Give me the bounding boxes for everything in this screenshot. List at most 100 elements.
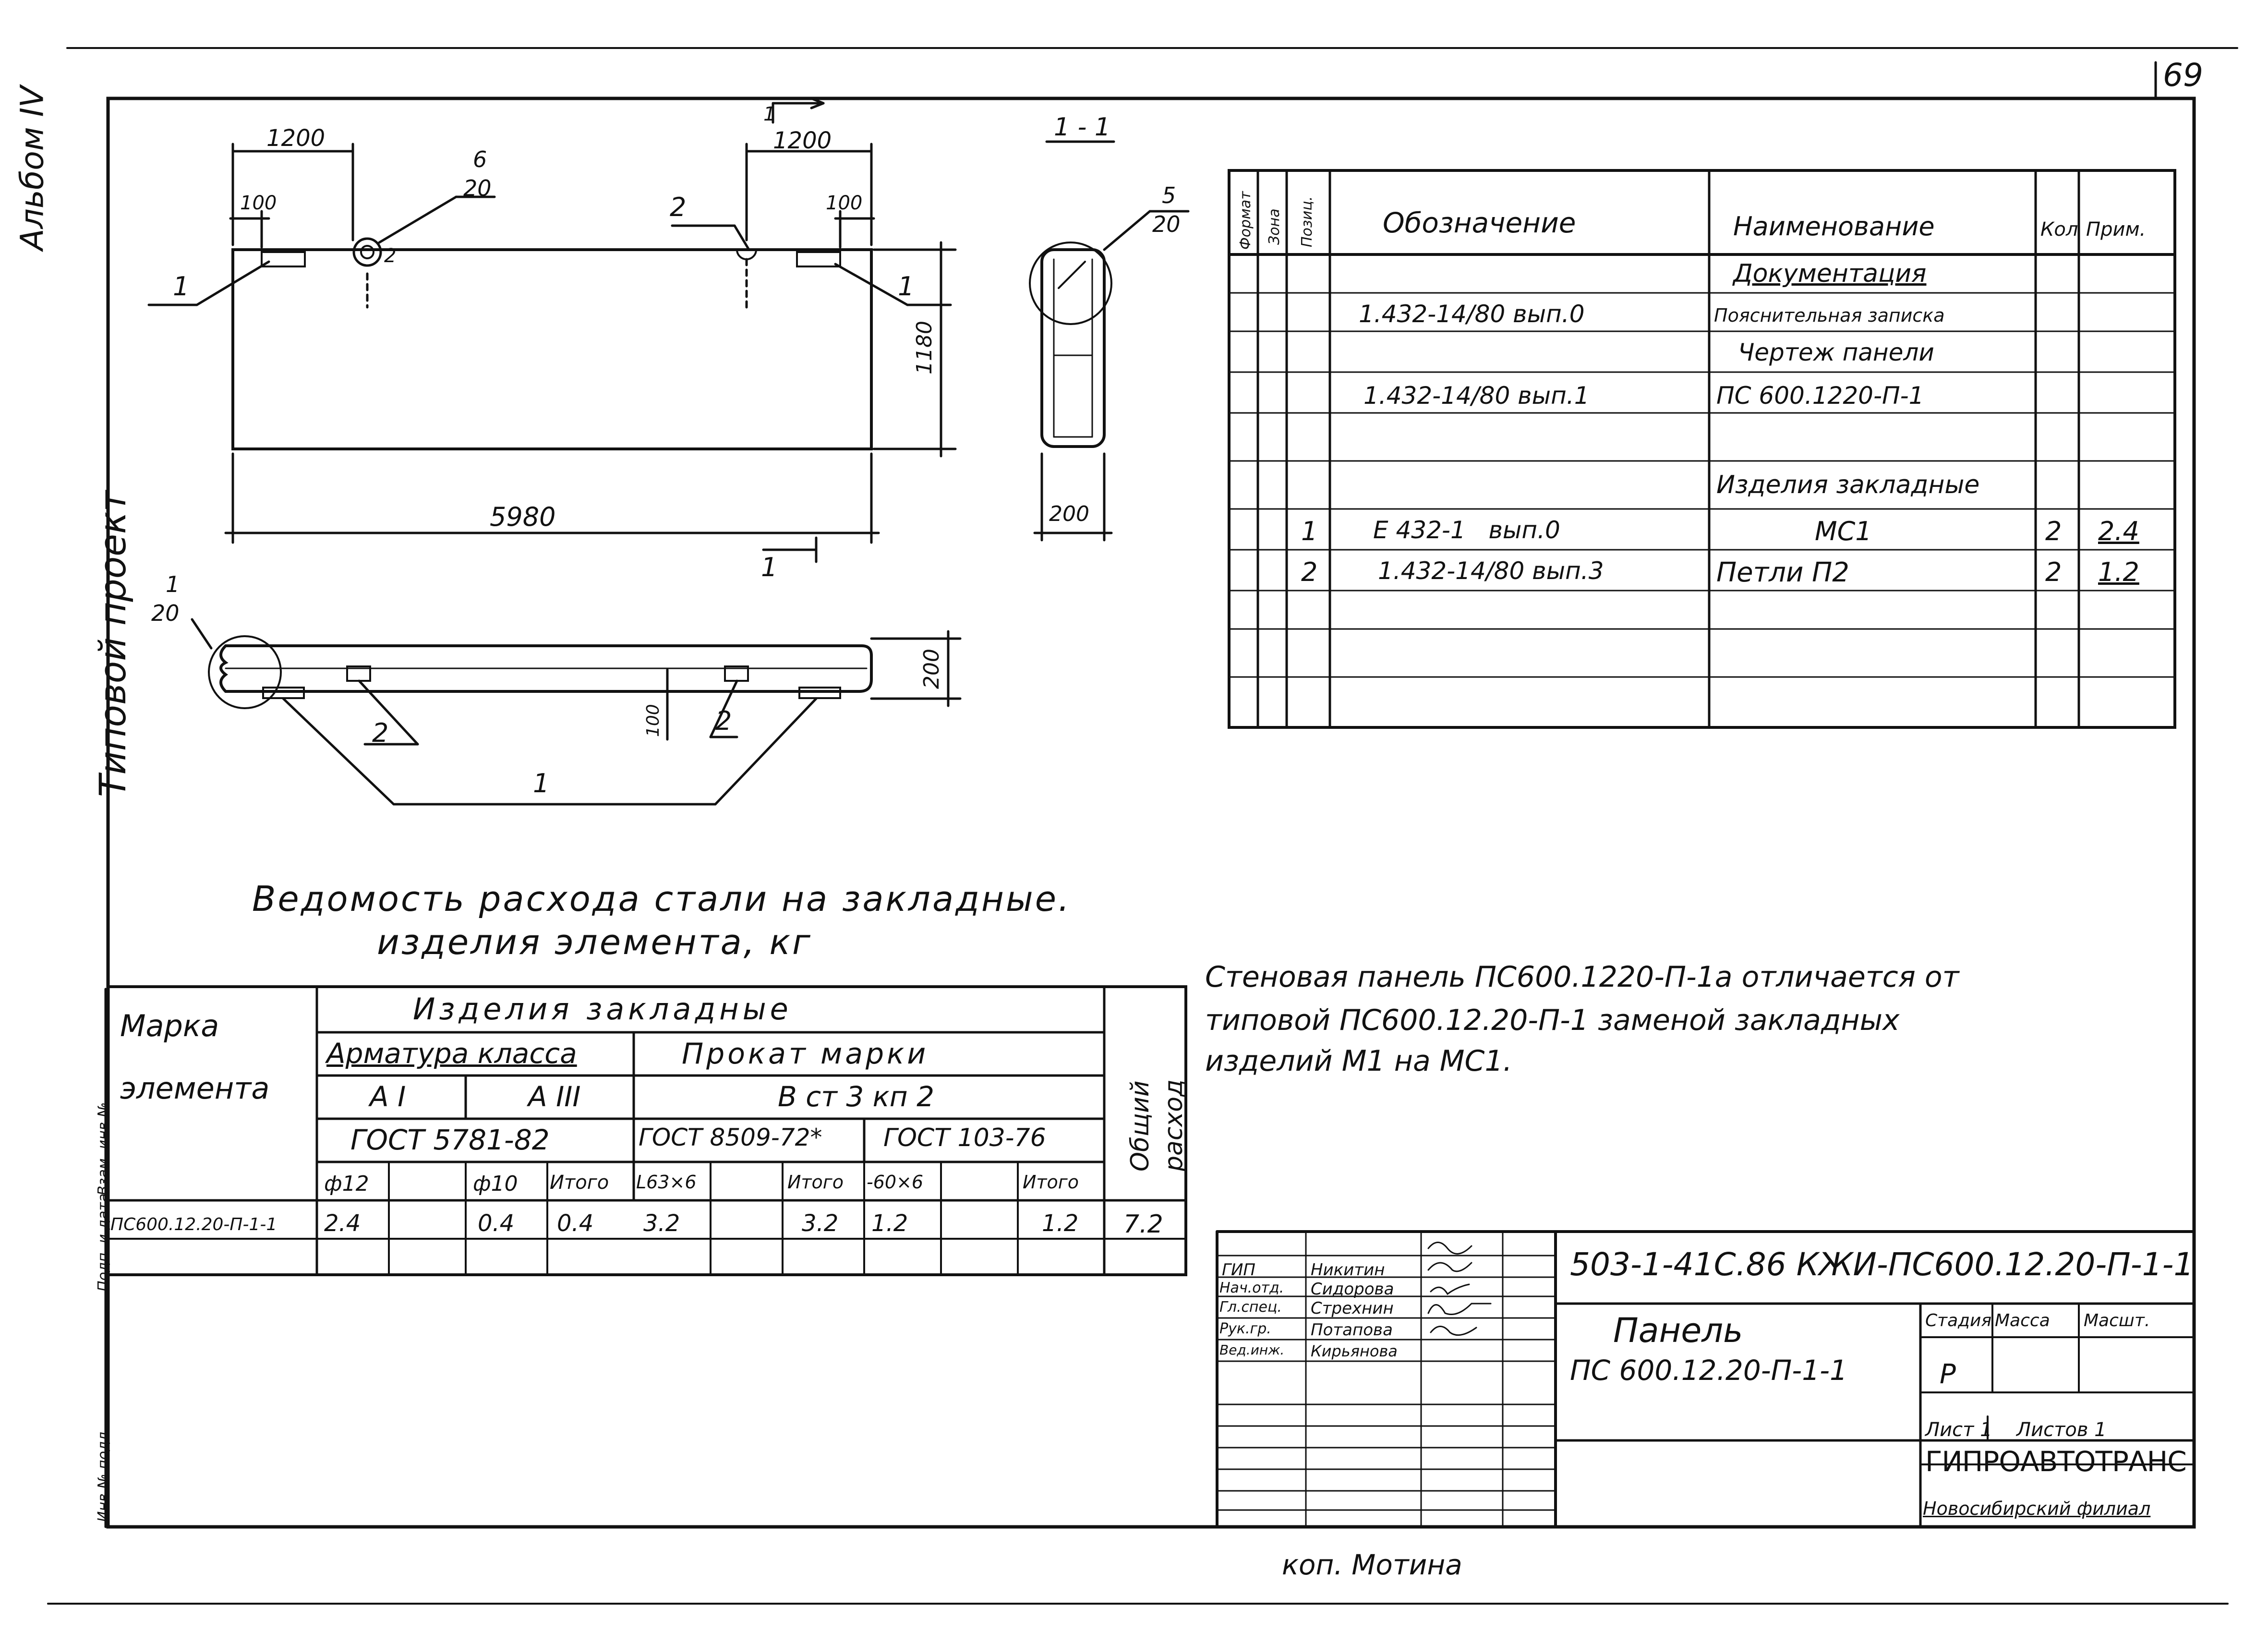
- steel-sub-9: Итого: [1023, 1172, 1079, 1193]
- typical-project-label: Типовой проект: [91, 490, 134, 797]
- note-line3: изделий М1 на МС1.: [1205, 1044, 1512, 1078]
- sheet-label: Лист 1: [1925, 1419, 1992, 1441]
- position-2-plan-left: 2: [372, 718, 389, 748]
- steel-row-val-2: 0.4: [478, 1210, 515, 1237]
- steel-a3: А III: [528, 1080, 581, 1113]
- spec-header-name: Наименование: [1733, 211, 1935, 242]
- steel-sub-6: Итого: [787, 1172, 844, 1193]
- position-2-plan-right: 2: [715, 706, 732, 736]
- steel-sub-0: ф12: [324, 1172, 369, 1196]
- spec-header-designation: Обозначение: [1383, 206, 1576, 239]
- dim-200-section: 200: [1049, 502, 1089, 526]
- steel-row-val-9: 1.2: [1042, 1210, 1079, 1237]
- spec-row-6-qty: 2: [2045, 516, 2062, 546]
- staff-role-4: Вед.инж.: [1219, 1342, 1285, 1358]
- staff-role-2: Гл.спец.: [1219, 1299, 1282, 1316]
- frame-cell-1: Инв.№ подл.: [95, 1427, 112, 1522]
- steel-sub-7: -60×6: [867, 1172, 924, 1193]
- steel-row-total: 7.2: [1123, 1210, 1163, 1239]
- position-1-plan: 1: [533, 768, 550, 798]
- org-name: ГИПРОАВТОТРАНС: [1925, 1445, 2187, 1478]
- spec-header-position: Позиц.: [1299, 196, 1315, 247]
- dim-100-plan: 100: [643, 704, 663, 737]
- stage-value: Р: [1940, 1359, 1956, 1390]
- steel-sub-4: L63×6: [636, 1172, 697, 1193]
- position-1-right: 1: [898, 271, 915, 302]
- spec-header-format: Формат: [1237, 191, 1254, 250]
- spec-row-7-pos: 2: [1301, 557, 1318, 587]
- note-line1: Стеновая панель ПС600.1220-П-1а отличает…: [1205, 960, 1959, 994]
- spec-row-6-note: 2.4: [2098, 516, 2139, 546]
- callout-5-scale: 20: [1152, 211, 1181, 237]
- spec-row-7-designation: 1.432-14/80 вып.3: [1378, 557, 1604, 585]
- spec-row-7-qty: 2: [2045, 557, 2062, 587]
- spec-row-3-name: ПС 600.1220-П-1: [1716, 382, 1924, 410]
- mass-label: Масса: [1995, 1311, 2050, 1330]
- doc-name-line2: ПС 600.12.20-П-1-1: [1570, 1354, 1847, 1387]
- dim-100-left: 100: [240, 192, 277, 214]
- steel-row-mark: ПС600.12.20-П-1-1: [110, 1215, 277, 1234]
- dim-1180: 1180: [912, 321, 937, 375]
- steel-row-val-0: 2.4: [324, 1210, 361, 1237]
- callout-1-scale: 20: [151, 600, 180, 626]
- spec-row-3-designation: 1.432-14/80 вып.1: [1363, 382, 1590, 410]
- dim-100-right: 100: [826, 192, 863, 214]
- spec-row-2-name: Чертеж панели: [1738, 338, 1934, 366]
- callout-1: 1: [166, 571, 180, 597]
- steel-sub-2: ф10: [473, 1172, 518, 1196]
- staff-name-4: Кирьянова: [1311, 1342, 1398, 1360]
- steel-embedded-header: Изделия закладные: [413, 991, 792, 1027]
- steel-mark-header-1: Марка: [120, 1008, 219, 1043]
- dim-5980: 5980: [490, 502, 556, 532]
- spec-row-6-name: МС1: [1815, 516, 1872, 546]
- spec-row-6-designation: Е 432-1 вып.0: [1373, 516, 1560, 544]
- spec-header-zone: Зона: [1266, 208, 1283, 245]
- doc-name-line1: Панель: [1613, 1311, 1743, 1350]
- steel-row-val-4: 3.2: [643, 1210, 680, 1237]
- steel-rolled-grade: Прокат марки: [682, 1037, 929, 1071]
- steel-row-val-6: 3.2: [802, 1210, 839, 1237]
- steel-sub-3: Итого: [550, 1172, 609, 1194]
- dim-200-plan: 200: [919, 649, 944, 689]
- section-title: 1 - 1: [1054, 113, 1110, 142]
- spec-row-6-pos: 1: [1301, 516, 1318, 546]
- frame-cell-3: Взам. инв.№: [95, 1102, 112, 1196]
- spec-row-1-designation: 1.432-14/80 вып.0: [1359, 300, 1585, 328]
- staff-role-1: Нач.отд.: [1219, 1280, 1284, 1296]
- steel-row-val-7: 1.2: [871, 1210, 908, 1237]
- staff-name-1: Сидорова: [1311, 1280, 1394, 1299]
- doc-code: 503-1-41С.86 КЖИ-ПС600.12.20-П-1-1: [1570, 1246, 2194, 1283]
- steel-title-line2: изделия элемента, кг: [377, 922, 812, 962]
- staff-role-0: ГИП: [1222, 1260, 1255, 1280]
- position-2-loop-left: 2: [384, 245, 397, 267]
- steel-a1: А I: [370, 1080, 406, 1113]
- steel-grade: В ст 3 кп 2: [778, 1080, 934, 1113]
- section-mark-top: 1: [763, 103, 776, 125]
- position-1-left: 1: [173, 271, 190, 302]
- note-line2: типовой ПС600.12.20-П-1 заменой закладны…: [1205, 1003, 1900, 1037]
- staff-name-0: Никитин: [1311, 1260, 1385, 1280]
- callout-6-scale: 20: [463, 175, 492, 201]
- spec-row-7-name: Петли П2: [1716, 557, 1849, 588]
- spec-header-qty: Кол: [2040, 218, 2078, 241]
- staff-name-3: Потапова: [1311, 1320, 1393, 1340]
- steel-rebar-class: Арматура класса: [326, 1037, 577, 1070]
- spec-row-0-name: Документация: [1733, 259, 1927, 288]
- org-branch: Новосибирский филиал: [1923, 1498, 2151, 1519]
- steel-gost3: ГОСТ 103-76: [883, 1124, 1046, 1152]
- steel-gost2: ГОСТ 8509-72*: [639, 1124, 822, 1151]
- steel-title-line1: Ведомость расхода стали на закладные.: [252, 879, 1071, 919]
- spec-row-1-name: Пояснительная записка: [1714, 305, 1945, 326]
- spec-row-5-name: Изделия закладные: [1716, 471, 1980, 499]
- page-number: 69: [2163, 57, 2203, 94]
- callout-5: 5: [1162, 182, 1176, 208]
- callout-6: 6: [473, 146, 487, 172]
- position-2-loop-right: 2: [670, 192, 687, 222]
- signature-marks: [1427, 1242, 1492, 1336]
- steel-mark-header-2: элемента: [120, 1071, 270, 1106]
- album-label: Альбом IV: [13, 85, 51, 251]
- dim-1200-right: 1200: [773, 127, 832, 154]
- stage-label: Стадия: [1925, 1311, 1992, 1330]
- steel-row-val-3: 0.4: [557, 1210, 594, 1237]
